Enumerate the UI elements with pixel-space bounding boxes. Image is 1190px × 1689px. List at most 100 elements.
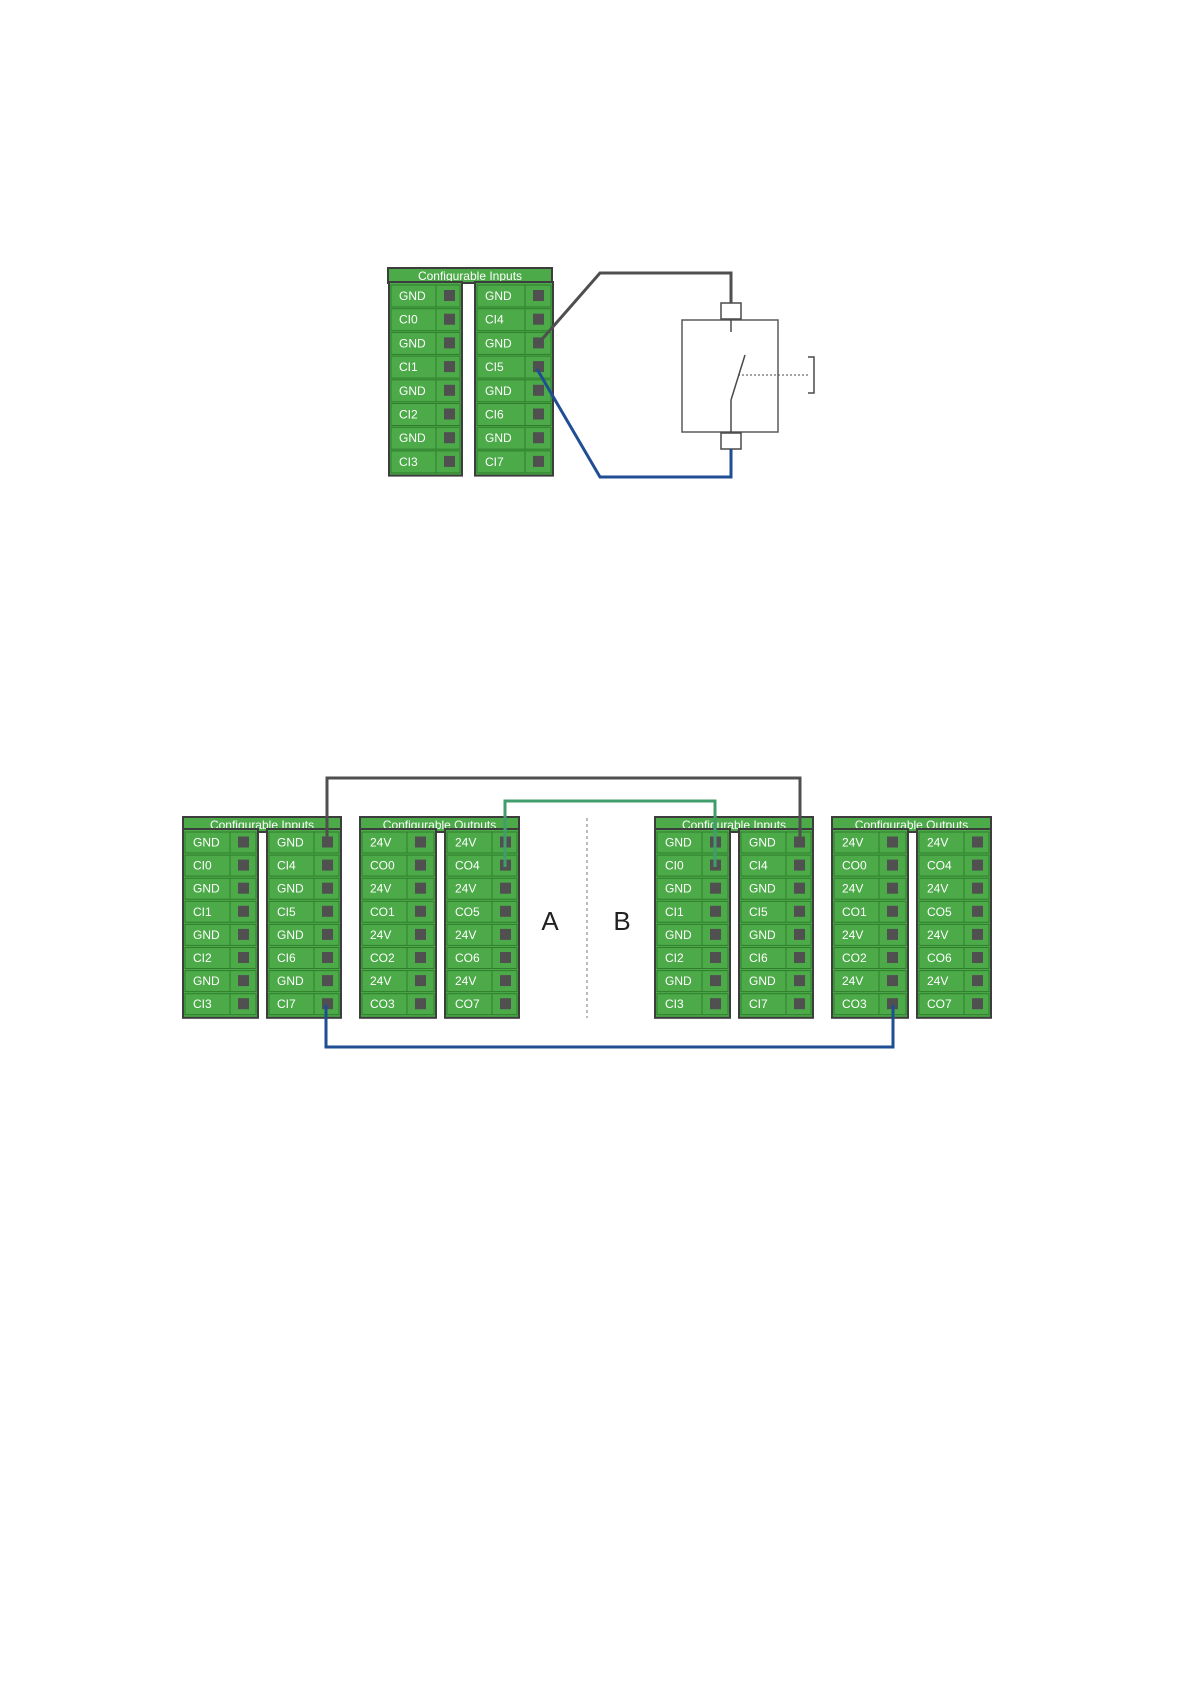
terminal-label: CO2 <box>370 951 395 965</box>
terminal-cell <box>740 854 812 877</box>
terminal-square <box>533 455 544 467</box>
terminal-cell <box>268 970 340 993</box>
terminal-square <box>500 998 511 1010</box>
terminal-square <box>322 859 333 871</box>
terminal-cell <box>446 831 518 854</box>
terminal-label: CI4 <box>749 859 768 873</box>
wire-gray-top <box>535 271 733 346</box>
terminal-label: CI3 <box>193 997 212 1011</box>
terminal-square <box>972 998 983 1010</box>
terminal-cell <box>918 854 990 877</box>
terminal-square <box>794 952 805 963</box>
terminal-cell <box>476 355 552 379</box>
terminal-square <box>972 905 983 917</box>
switch-box <box>681 319 779 433</box>
terminal-label: 24V <box>370 836 391 850</box>
terminal-square <box>533 432 544 444</box>
top-inputs-block-title: Configurable Inputs <box>418 269 522 283</box>
terminal-label: GND <box>749 974 776 988</box>
terminal-square <box>972 836 983 848</box>
terminal-cell <box>740 947 812 969</box>
terminal-label: 24V <box>455 882 476 896</box>
terminal-square <box>887 859 898 871</box>
terminal-label: GND <box>277 882 304 896</box>
terminal-label: 24V <box>842 882 863 896</box>
terminal-square <box>887 928 898 940</box>
terminal-square <box>794 882 805 894</box>
terminal-label: 24V <box>455 928 476 942</box>
terminal-label: CO0 <box>370 859 395 873</box>
terminal-label: 24V <box>370 974 391 988</box>
terminal-cell <box>740 900 812 923</box>
terminal-label: GND <box>193 836 220 850</box>
terminal-cell <box>390 355 461 379</box>
terminal-label: CO5 <box>455 905 480 919</box>
terminal-label: CO4 <box>927 859 952 873</box>
wire-blue-top <box>535 368 733 479</box>
terminal-square <box>887 905 898 917</box>
terminal-label: CI2 <box>193 951 212 965</box>
wire-green-bottom <box>503 799 717 867</box>
terminal-cell <box>740 970 812 993</box>
terminal-label: GND <box>399 431 426 445</box>
terminal-square <box>533 408 544 420</box>
terminal-cell <box>918 900 990 923</box>
terminal-cell <box>918 947 990 969</box>
terminal-cell <box>740 831 812 854</box>
switch-terminal-top <box>720 302 742 320</box>
terminal-label: CI3 <box>665 997 684 1011</box>
terminal-cell <box>390 403 461 426</box>
terminal-label: GND <box>665 882 692 896</box>
terminal-square <box>794 998 805 1010</box>
terminal-square <box>710 975 721 987</box>
terminal-cell <box>476 331 552 355</box>
terminal-cell <box>446 947 518 969</box>
terminal-square <box>794 928 805 940</box>
terminal-square <box>710 882 721 894</box>
terminal-square <box>710 952 721 963</box>
terminal-square <box>444 361 455 373</box>
terminal-square <box>238 859 249 871</box>
terminal-label: GND <box>665 974 692 988</box>
terminal-label: CI0 <box>193 859 212 873</box>
terminal-label: CI5 <box>749 905 768 919</box>
terminal-label: CO1 <box>842 905 867 919</box>
terminal-square <box>415 882 426 894</box>
terminal-square <box>500 975 511 987</box>
terminal-cell <box>918 993 990 1016</box>
terminal-label: CI5 <box>485 360 504 374</box>
terminal-label: CI6 <box>485 408 504 422</box>
terminal-label: CI4 <box>485 313 504 327</box>
terminal-label: 24V <box>927 928 948 942</box>
terminal-square <box>444 455 455 467</box>
terminal-square <box>322 882 333 894</box>
terminal-square <box>972 859 983 871</box>
terminal-square <box>972 928 983 940</box>
terminal-square <box>887 952 898 963</box>
terminal-label: 24V <box>927 882 948 896</box>
terminal-label: CI7 <box>485 455 504 469</box>
terminal-label: GND <box>193 928 220 942</box>
terminal-cell <box>268 900 340 923</box>
terminal-label: GND <box>485 384 512 398</box>
terminal-square <box>238 882 249 894</box>
terminal-square <box>238 836 249 848</box>
terminal-label: GND <box>399 289 426 303</box>
terminal-label: 24V <box>927 974 948 988</box>
terminal-label: CO3 <box>370 997 395 1011</box>
terminal-cell <box>268 923 340 946</box>
terminal-label: GND <box>485 289 512 303</box>
terminal-square <box>238 928 249 940</box>
terminal-square <box>322 928 333 940</box>
terminal-label: 24V <box>455 974 476 988</box>
terminal-cell <box>390 450 461 474</box>
terminal-label: 24V <box>370 882 391 896</box>
terminal-square <box>444 384 455 396</box>
terminal-label: GND <box>277 836 304 850</box>
